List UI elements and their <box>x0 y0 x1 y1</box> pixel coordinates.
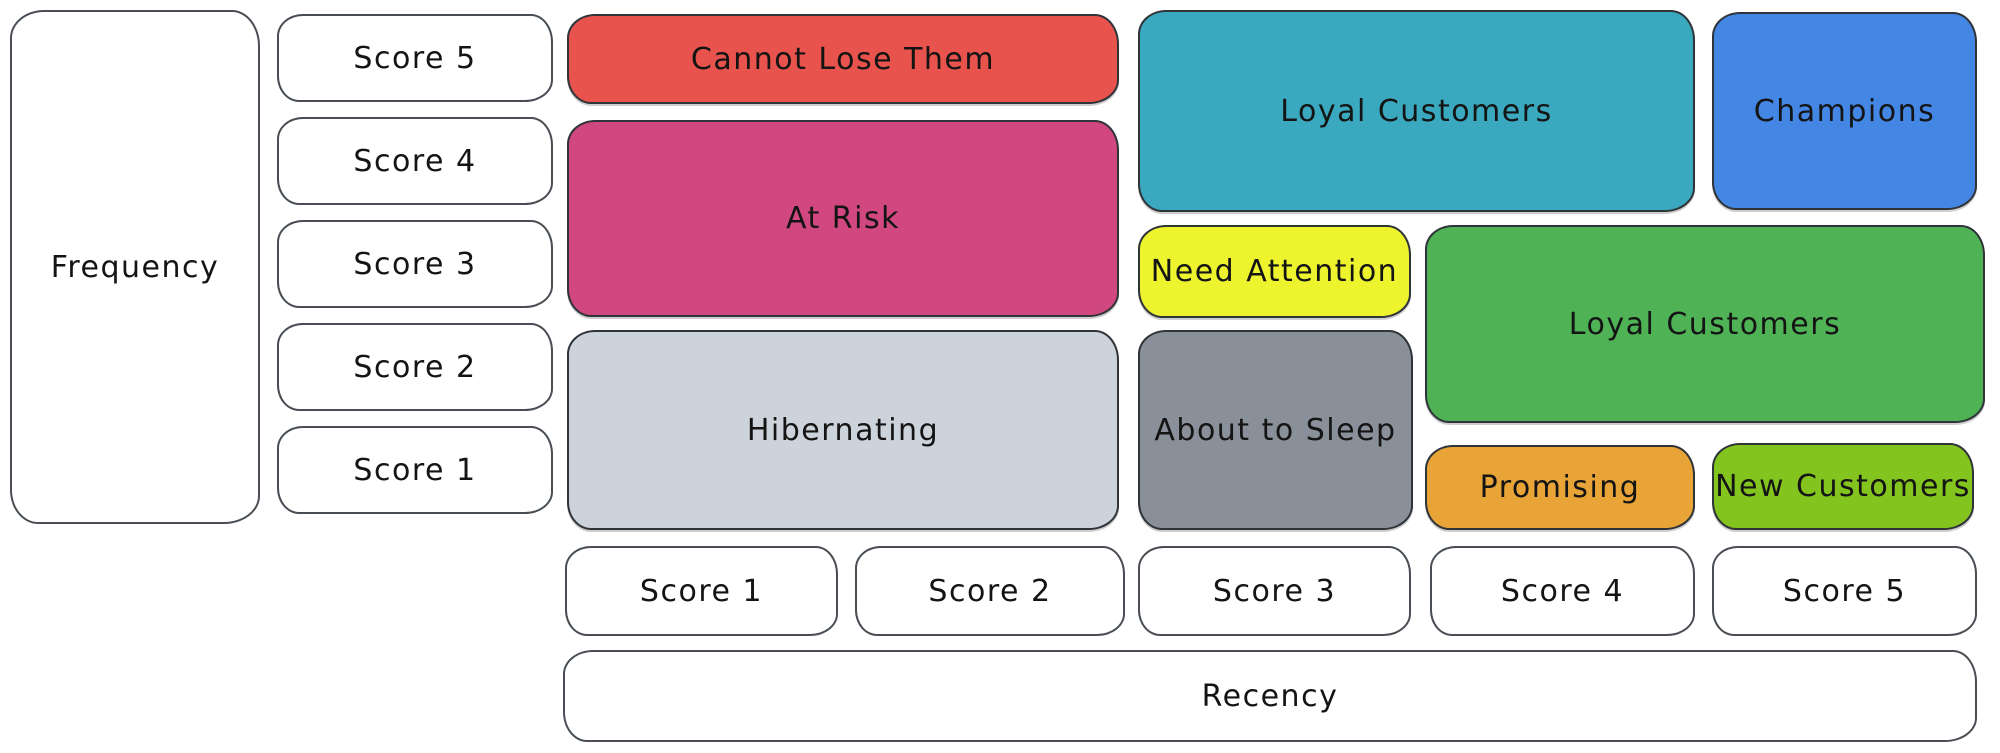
recency-score-5-box: Score 5 <box>1712 546 1977 636</box>
segment-hibernating-label: Hibernating <box>746 412 940 448</box>
segment-cannot-lose-them-label: Cannot Lose Them <box>690 41 996 77</box>
segment-new-customers: New Customers <box>1712 443 1974 530</box>
segment-loyal-customers-mid: Loyal Customers <box>1425 225 1985 423</box>
segment-new-customers-label: New Customers <box>1715 469 1971 504</box>
frequency-score-4-label: Score 4 <box>353 143 477 179</box>
segment-at-risk: At Risk <box>567 120 1119 317</box>
frequency-score-3-box: Score 3 <box>277 220 553 308</box>
frequency-score-2-box: Score 2 <box>277 323 553 411</box>
recency-score-3-label: Score 3 <box>1212 573 1337 609</box>
frequency-score-2-label: Score 2 <box>353 349 477 385</box>
segment-at-risk-label: At Risk <box>786 201 900 236</box>
segment-need-attention: Need Attention <box>1138 225 1411 318</box>
frequency-axis-label-box: Frequency <box>10 10 260 524</box>
segment-champions: Champions <box>1712 12 1977 210</box>
recency-axis-label-box: Recency <box>563 650 1977 742</box>
recency-axis-label: Recency <box>1201 678 1339 714</box>
segment-about-to-sleep-label: About to Sleep <box>1154 412 1397 448</box>
segment-hibernating: Hibernating <box>567 330 1119 530</box>
segment-loyal-customers-top-label: Loyal Customers <box>1280 93 1553 129</box>
frequency-score-5-box: Score 5 <box>277 14 553 102</box>
frequency-score-4-box: Score 4 <box>277 117 553 205</box>
recency-score-2-box: Score 2 <box>855 546 1125 636</box>
segment-loyal-customers-top: Loyal Customers <box>1138 10 1695 212</box>
recency-score-4-label: Score 4 <box>1500 573 1625 609</box>
frequency-score-1-label: Score 1 <box>353 452 477 488</box>
segment-about-to-sleep: About to Sleep <box>1138 330 1413 530</box>
frequency-score-3-label: Score 3 <box>353 246 477 282</box>
frequency-score-5-label: Score 5 <box>353 40 477 76</box>
segment-need-attention-label: Need Attention <box>1150 254 1399 289</box>
segment-cannot-lose-them: Cannot Lose Them <box>567 14 1119 104</box>
recency-score-4-box: Score 4 <box>1430 546 1695 636</box>
recency-score-1-label: Score 1 <box>639 573 764 609</box>
segment-champions-label: Champions <box>1753 93 1936 129</box>
frequency-score-1-box: Score 1 <box>277 426 553 514</box>
segment-loyal-customers-mid-label: Loyal Customers <box>1568 306 1842 342</box>
recency-score-5-label: Score 5 <box>1782 573 1907 609</box>
frequency-axis-label: Frequency <box>50 249 220 285</box>
recency-score-1-box: Score 1 <box>565 546 838 636</box>
recency-score-3-box: Score 3 <box>1138 546 1411 636</box>
recency-score-2-label: Score 2 <box>928 573 1052 609</box>
segment-promising-label: Promising <box>1479 470 1641 505</box>
segment-promising: Promising <box>1425 445 1695 530</box>
